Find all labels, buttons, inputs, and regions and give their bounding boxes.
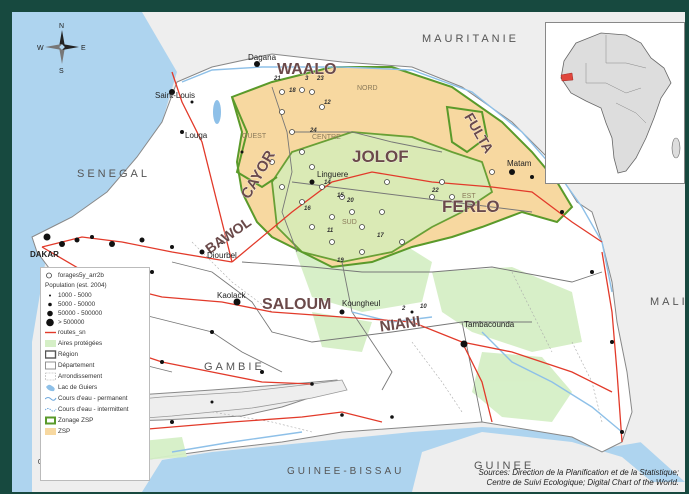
madagascar — [671, 137, 681, 159]
borehole-number: 2 — [401, 306, 406, 312]
legend-population-title: Population (est. 2004) — [45, 282, 107, 289]
lac-de-guiers — [213, 100, 221, 124]
country-label-mauritanie: MAURITANIE — [422, 33, 519, 45]
region-label-saloum: SALOUM — [262, 296, 331, 313]
north-arrow: N S E W — [37, 23, 86, 75]
region-label-jolof: JOLOF — [352, 147, 409, 166]
borehole-number: 20 — [346, 198, 354, 204]
region-label-ferlo: FERLO — [442, 197, 500, 216]
sources-line-1: Sources: Direction de la Planification e… — [478, 468, 679, 477]
country-label-guinee-bissau: GUINEE-BISSAU — [287, 466, 404, 477]
north-arrow-e: E — [81, 45, 86, 52]
zone-label-sud: SUD — [342, 219, 357, 226]
boreholes — [269, 87, 495, 255]
borehole-number: 3 — [305, 76, 309, 82]
borehole-number: 12 — [324, 100, 331, 106]
north-arrow-s: S — [59, 68, 64, 75]
borehole-number: 23 — [316, 76, 324, 82]
borehole-number: 11 — [327, 228, 334, 234]
north-arrow-w: W — [37, 45, 44, 52]
borehole-number: 24 — [309, 128, 317, 134]
town-label-linguere: Linguere — [317, 170, 349, 179]
zone-label-centre: CENTRE — [312, 134, 341, 141]
borehole-number: 21 — [273, 76, 281, 82]
zone-label-est: EST — [462, 193, 476, 200]
region-label-niani: NIANI — [379, 313, 422, 336]
borehole-number: 16 — [304, 206, 311, 212]
country-label-mali: MALI — [650, 296, 685, 308]
town-label-diourbel: Diourbel — [207, 251, 237, 260]
borehole-number: 19 — [337, 258, 344, 264]
borehole-number: 22 — [431, 188, 439, 194]
town-label-koungheul: Koungheul — [342, 299, 380, 308]
country-label-gambie: GAMBIE — [204, 361, 265, 373]
borehole-number: 18 — [289, 88, 296, 94]
africa-borders — [585, 35, 647, 124]
map-frame: MAURITANIE SENEGAL MALI GAMBIE GUINEE-BI… — [12, 12, 685, 492]
rivers — [171, 66, 623, 453]
town-label-tambacounda: Tambacounda — [464, 320, 515, 329]
zonage-cayor-border — [231, 96, 278, 189]
borehole-number: 10 — [420, 304, 427, 310]
region-borders — [91, 86, 603, 423]
town-label-louga: Louga — [185, 131, 208, 140]
country-label-guinee: GUINEE — [474, 460, 534, 472]
map-legend: forages5y_arr2b Population (est. 2004) 1… — [40, 267, 150, 481]
zonage-fulta — [445, 105, 489, 154]
borehole-number: 15 — [337, 193, 344, 199]
town-label-matam: Matam — [507, 159, 532, 168]
town-label-kaolack: Kaolack — [217, 291, 246, 300]
map-sources: Sources: Direction de la Planification e… — [478, 468, 679, 488]
borehole-number: 17 — [377, 233, 384, 239]
town-label-saint-louis: Saint-Louis — [155, 91, 195, 100]
town-label-dakar: DAKAR — [30, 250, 59, 259]
africa-inset-map — [545, 22, 685, 184]
country-label-senegal: SENEGAL — [77, 168, 150, 180]
sources-line-2: Centre de Suivi Ecologique; Digital Char… — [486, 478, 679, 487]
borehole-number: 14 — [324, 180, 331, 186]
zone-label-nord: NORD — [357, 85, 378, 92]
zone-label-ouest: OUEST — [242, 133, 267, 140]
town-label-dagana: Dagana — [248, 53, 277, 62]
senegal-highlight — [560, 72, 574, 82]
zonage-centre — [271, 131, 494, 263]
region-label-waalo: WAALO — [277, 61, 337, 78]
north-arrow-n: N — [59, 23, 64, 30]
